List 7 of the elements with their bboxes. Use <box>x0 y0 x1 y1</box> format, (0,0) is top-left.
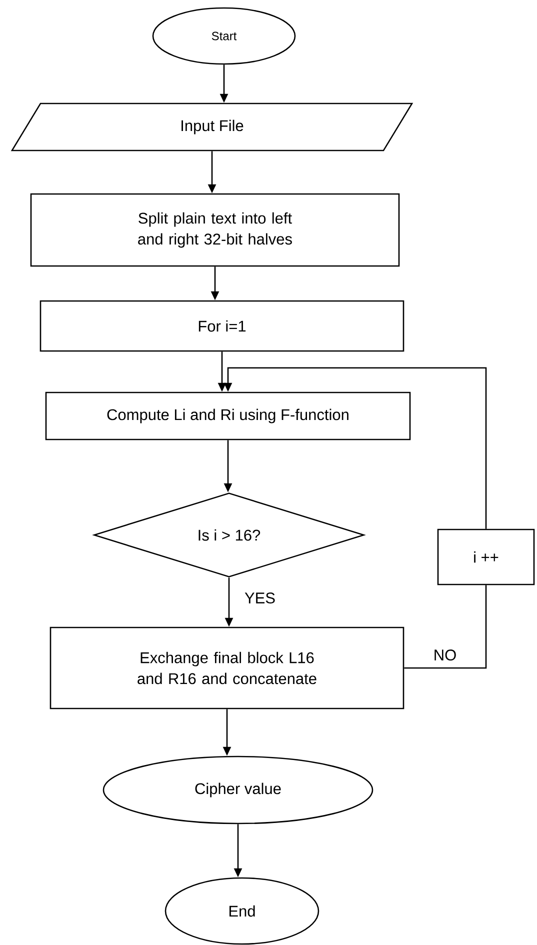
process-box: Split plain text into left and right 32-bit halves <box>30 193 400 267</box>
process-box: For i=1 <box>40 300 404 352</box>
edge-label: NO <box>434 650 456 660</box>
process-box: i ++ <box>437 528 535 586</box>
edge-label: YES <box>244 592 275 604</box>
process-box: Compute Li and Ri using F-function <box>45 392 411 440</box>
process-box: Exchange final block L16 and R16 and concatenate <box>50 626 404 710</box>
